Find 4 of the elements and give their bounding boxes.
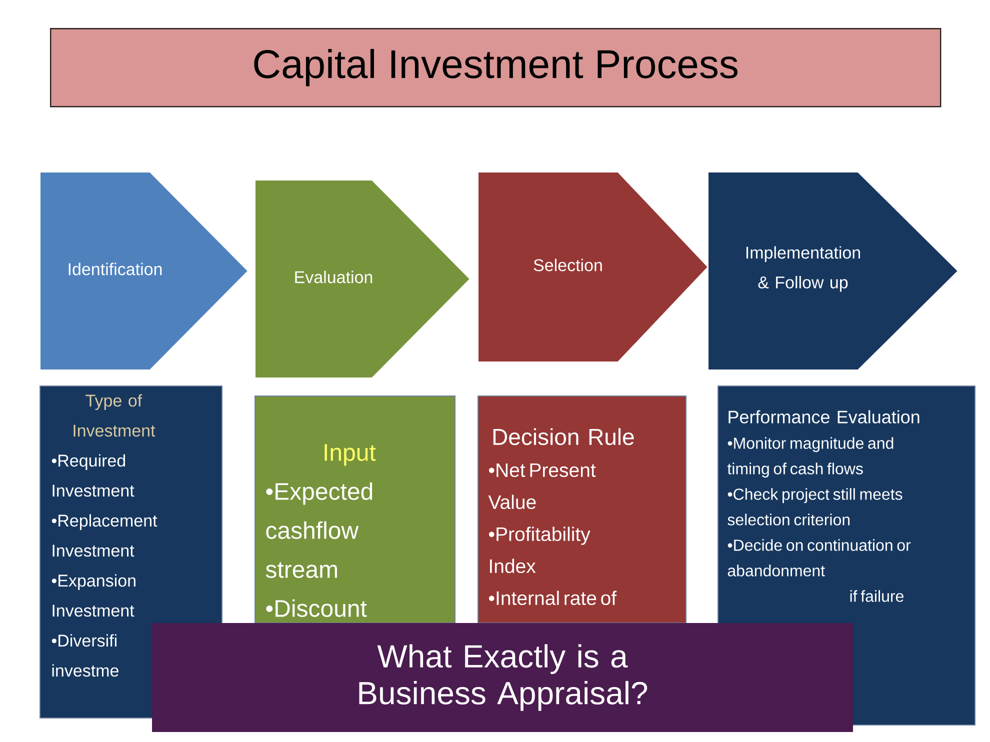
title-banner: Capital Investment Process [50,28,942,108]
text-panel: Input •Expected cashflow stream •Discount [254,396,456,624]
caption-banner: What Exactly is a Business Appraisal? [152,623,853,732]
text-panel: Decision Rule •Net Present Value •Profitability Index •Internal rate of [478,396,686,624]
